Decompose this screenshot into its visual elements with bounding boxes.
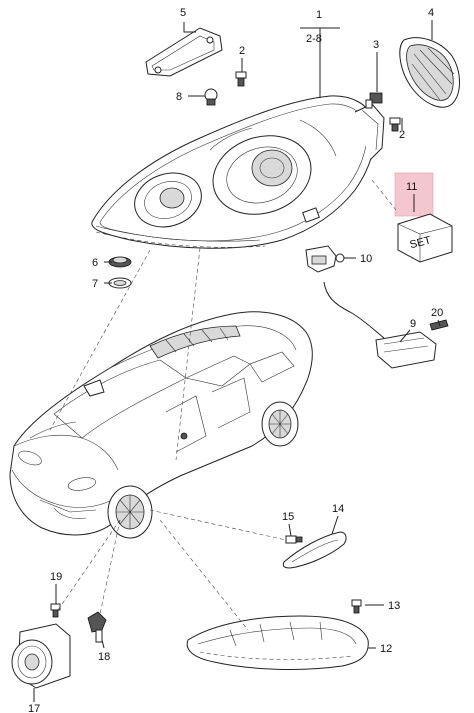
screw-part-8 [204, 88, 218, 106]
callout-2-left: 2 [239, 45, 245, 57]
screw-part-2-left [235, 71, 247, 87]
callout-10: 10 [360, 253, 372, 265]
bracket-part-5 [145, 27, 223, 77]
motor-part-10 [305, 245, 345, 273]
callout-2-right: 2 [399, 129, 405, 141]
seal-part-7 [108, 277, 132, 289]
tail-lamp-part-12 [186, 615, 369, 670]
bulb-part-3 [365, 92, 383, 109]
callout-9: 9 [410, 318, 416, 330]
callout-18: 18 [98, 651, 110, 663]
callout-1: 1 [316, 9, 322, 21]
callout-13: 13 [388, 600, 400, 612]
callout-12: 12 [380, 643, 392, 655]
callout-5: 5 [180, 7, 186, 19]
vehicle-outline [9, 311, 313, 539]
callout-lines [33, 20, 441, 702]
callout-7: 7 [92, 278, 98, 290]
leader-lines [49, 179, 397, 631]
callout-11: 11 [406, 181, 417, 193]
cover-part-4 [399, 37, 460, 108]
callout-6: 6 [92, 257, 98, 269]
callout-14: 14 [332, 503, 344, 515]
callout-2-8: 2-8 [306, 33, 322, 45]
bulb-part-15 [285, 535, 303, 544]
harness-part-9 [323, 281, 437, 369]
fog-lamp-part-17 [11, 623, 71, 689]
callout-20: 20 [431, 307, 443, 319]
callout-17: 17 [28, 703, 40, 713]
callout-3: 3 [373, 39, 379, 51]
callout-8: 8 [176, 91, 182, 103]
set-kit-part-11 [397, 213, 453, 263]
callout-19: 19 [50, 571, 62, 583]
callout-4: 4 [428, 7, 434, 19]
screw-part-19 [50, 603, 61, 618]
clip-part-20 [429, 319, 449, 331]
headlight-assembly [91, 95, 385, 249]
set-label: SET [409, 234, 433, 251]
seal-part-6 [108, 256, 132, 268]
side-marker-part-14 [282, 531, 347, 569]
callout-15: 15 [282, 511, 294, 523]
bulb-part-18 [87, 611, 107, 643]
screw-part-13 [351, 599, 362, 614]
screw-part-2-right [389, 117, 401, 132]
